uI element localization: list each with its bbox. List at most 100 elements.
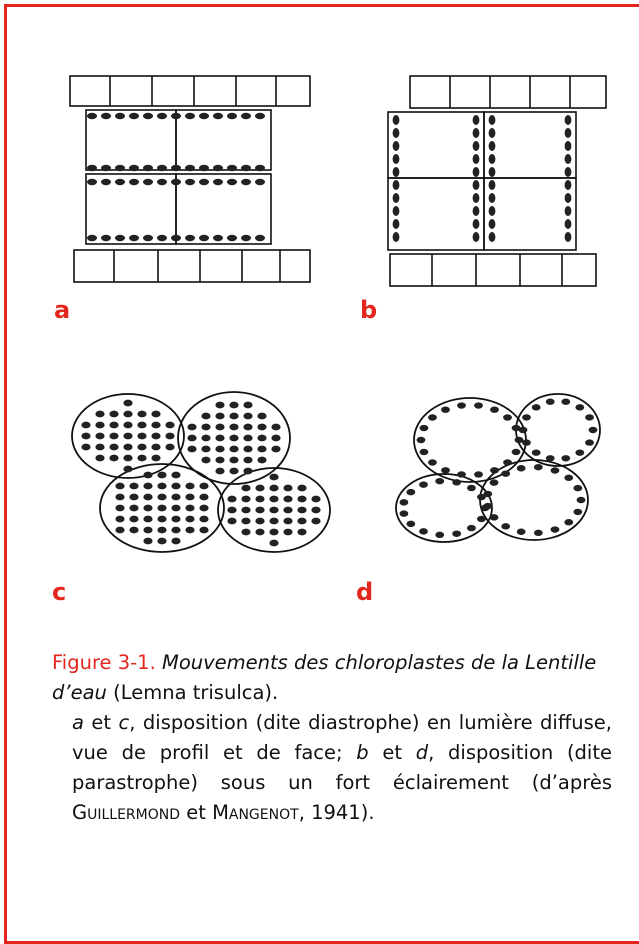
chloroplast-mark xyxy=(255,165,265,171)
chloroplast-mark xyxy=(171,472,180,479)
chloroplast-mark xyxy=(109,422,118,429)
chloroplast-mark xyxy=(269,540,278,547)
chloroplast-mark xyxy=(575,449,584,455)
chloroplast-mark xyxy=(229,402,238,409)
caption-author: Mangenot xyxy=(212,801,299,824)
chloroplast-mark xyxy=(157,235,167,241)
chloroplast-mark xyxy=(215,402,224,409)
chloroplast-mark xyxy=(255,496,264,503)
chloroplast-mark xyxy=(435,532,444,538)
chloroplast-mark xyxy=(199,494,208,501)
chloroplast-mark xyxy=(157,527,166,534)
chloroplast-mark xyxy=(501,523,510,529)
chloroplast-mark xyxy=(452,530,461,536)
chloroplast-mark xyxy=(283,485,292,492)
chloroplast-mark xyxy=(123,400,132,407)
chloroplast-mark xyxy=(575,404,584,410)
chloroplast-mark xyxy=(171,527,180,534)
chloroplast-mark xyxy=(546,399,555,405)
caption-text: , 1941). xyxy=(299,801,375,824)
chloroplast-mark xyxy=(297,529,306,536)
chloroplast-mark xyxy=(115,527,124,534)
chloroplast-mark xyxy=(489,219,496,229)
panel-c-illustration xyxy=(66,388,336,558)
chloroplast-mark xyxy=(101,179,111,185)
chloroplast-mark xyxy=(185,235,195,241)
chloroplast-mark xyxy=(171,516,180,523)
chloroplast-mark xyxy=(561,455,570,461)
chloroplast-mark xyxy=(215,413,224,420)
chloroplast-mark xyxy=(213,179,223,185)
chloroplast-mark xyxy=(490,514,499,520)
chloroplast-mark xyxy=(243,446,252,453)
chloroplast-mark xyxy=(501,470,510,476)
chloroplast-mark xyxy=(489,115,496,125)
chloroplast-mark xyxy=(171,505,180,512)
chloroplast-mark xyxy=(243,468,252,475)
chloroplast-mark xyxy=(490,467,499,473)
chloroplast-mark xyxy=(477,516,486,522)
chloroplast-mark xyxy=(297,485,306,492)
chloroplast-mark xyxy=(143,483,152,490)
chloroplast-mark xyxy=(565,219,572,229)
chloroplast-mark xyxy=(81,433,90,440)
chloroplast-mark xyxy=(473,232,480,242)
chloroplast-mark xyxy=(490,479,499,485)
chloroplast-mark xyxy=(201,435,210,442)
chloroplast-mark xyxy=(490,406,499,412)
chloroplast-mark xyxy=(297,496,306,503)
chloroplast-mark xyxy=(109,444,118,451)
chloroplast-mark xyxy=(185,494,194,501)
chloroplast-mark xyxy=(241,529,250,536)
chloroplast-mark xyxy=(241,235,251,241)
chloroplast-mark xyxy=(243,435,252,442)
chloroplast-mark xyxy=(115,505,124,512)
chloroplast-mark xyxy=(157,516,166,523)
chloroplast-mark xyxy=(565,154,572,164)
chloroplast-mark xyxy=(399,499,408,505)
chloroplast-mark xyxy=(151,444,160,451)
chloroplast-mark xyxy=(129,235,139,241)
chloroplast-mark xyxy=(95,433,104,440)
chloroplast-mark xyxy=(143,179,153,185)
chloroplast-mark xyxy=(137,422,146,429)
chloroplast-mark xyxy=(255,485,264,492)
chloroplast-mark xyxy=(199,179,209,185)
chloroplast-mark xyxy=(199,165,209,171)
chloroplast-mark xyxy=(229,435,238,442)
chloroplast-mark xyxy=(269,496,278,503)
caption-ref-d: d xyxy=(416,741,428,764)
chloroplast-mark xyxy=(489,180,496,190)
chloroplast-mark xyxy=(565,232,572,242)
chloroplast-mark xyxy=(473,180,480,190)
chloroplast-mark xyxy=(115,113,125,119)
chloroplast-mark xyxy=(215,435,224,442)
chloroplast-mark xyxy=(561,399,570,405)
chloroplast-mark xyxy=(199,483,208,490)
chloroplast-mark xyxy=(199,527,208,534)
chloroplast-mark xyxy=(143,235,153,241)
chloroplast-mark xyxy=(441,467,450,473)
chloroplast-mark xyxy=(241,507,250,514)
chloroplast-mark xyxy=(143,494,152,501)
chloroplast-mark xyxy=(81,444,90,451)
chloroplast-mark xyxy=(199,505,208,512)
chloroplast-mark xyxy=(171,538,180,545)
chloroplast-mark xyxy=(171,494,180,501)
chloroplast-mark xyxy=(585,439,594,445)
chloroplast-mark xyxy=(227,235,237,241)
chloroplast-mark xyxy=(311,507,320,514)
caption-ref-c: c xyxy=(119,711,130,734)
chloroplast-mark xyxy=(213,113,223,119)
chloroplast-mark xyxy=(243,457,252,464)
chloroplast-mark xyxy=(95,411,104,418)
chloroplast-mark xyxy=(143,538,152,545)
chloroplast-mark xyxy=(473,115,480,125)
chloroplast-mark xyxy=(457,471,466,477)
chloroplast-mark xyxy=(483,491,492,497)
chloroplast-mark xyxy=(473,128,480,138)
chloroplast-mark xyxy=(551,467,560,473)
chloroplast-mark xyxy=(109,411,118,418)
panel-label-a: a xyxy=(54,296,70,324)
panel-b-illustration xyxy=(380,72,610,292)
